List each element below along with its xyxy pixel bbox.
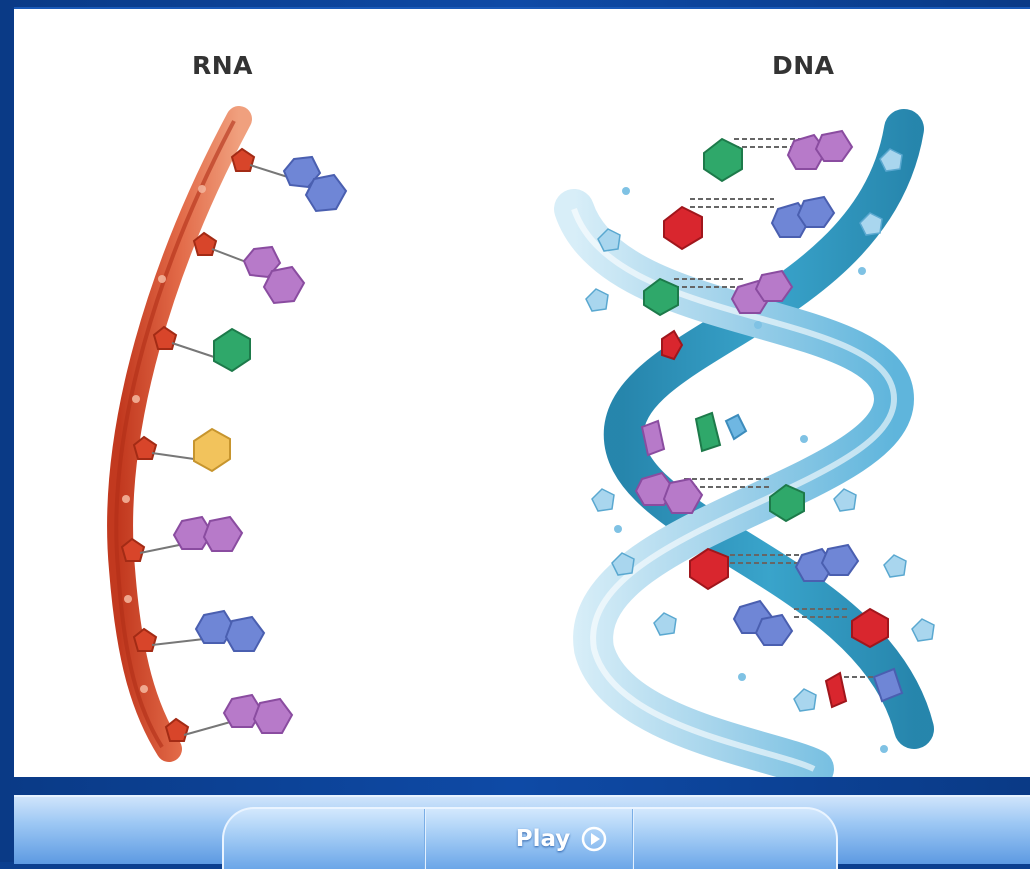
playback-control-bar: Play <box>14 795 1030 864</box>
dna-helix-illustration <box>14 9 1030 777</box>
play-label: Play <box>516 826 571 852</box>
control-divider-right <box>632 809 633 869</box>
control-divider-left <box>424 809 425 869</box>
illustration-canvas: RNA DNA <box>14 7 1030 777</box>
play-circle-icon <box>580 825 608 853</box>
play-button[interactable]: Play <box>492 819 632 859</box>
control-pill: Play <box>222 807 838 869</box>
